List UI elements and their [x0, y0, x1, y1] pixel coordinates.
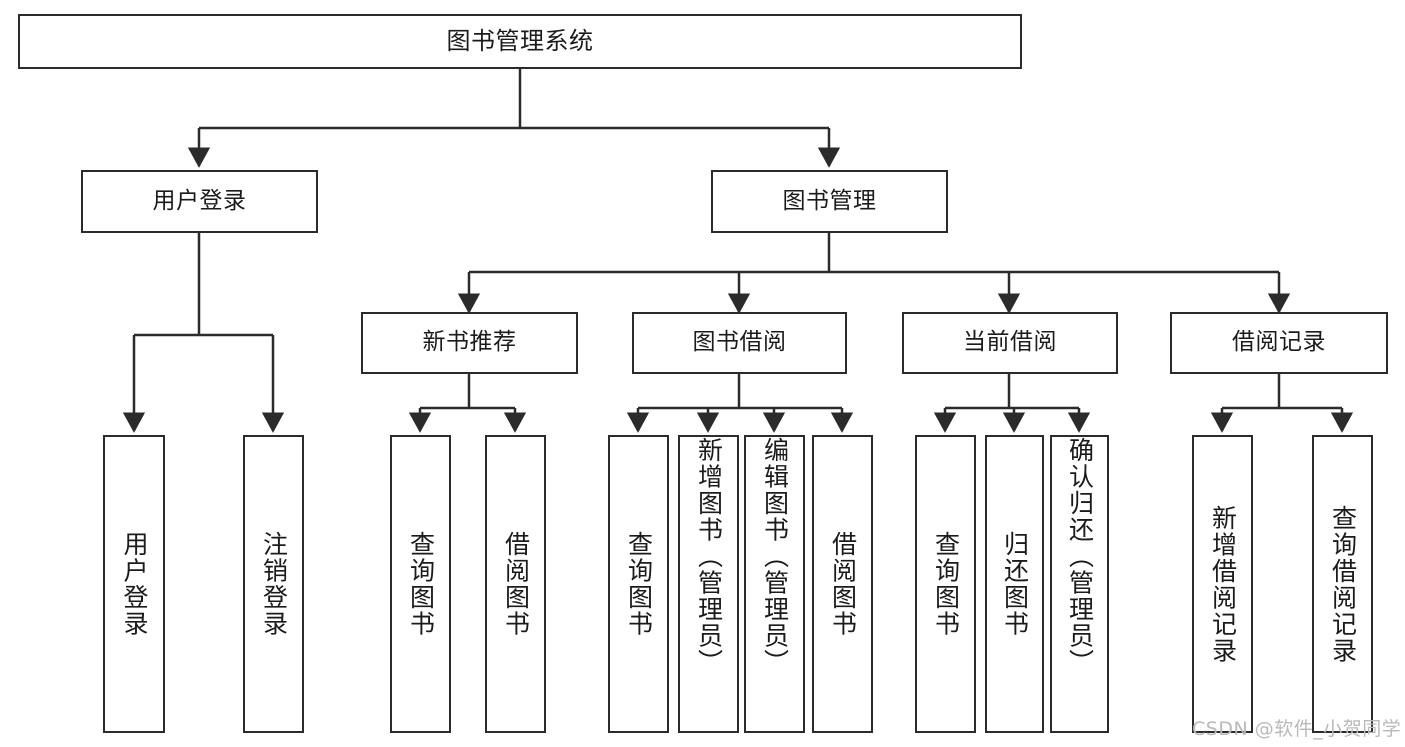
- node-label: 查询图书: [931, 531, 961, 637]
- node-leaf-borrow-book-recommend[interactable]: 借阅图书: [485, 435, 546, 733]
- node-leaf-query-book-borrow[interactable]: 查询图书: [608, 435, 669, 733]
- node-leaf-query-book-recommend[interactable]: 查询图书: [390, 435, 451, 733]
- node-label: 新增借阅记录: [1208, 504, 1238, 664]
- node-label: 图书管理系统: [446, 27, 594, 56]
- node-label: 借阅图书: [828, 531, 858, 637]
- node-borrow-record[interactable]: 借阅记录: [1170, 312, 1388, 374]
- node-leaf-logout[interactable]: 注销登录: [243, 435, 304, 733]
- node-label: 借阅图书: [501, 531, 531, 637]
- node-leaf-borrow-book[interactable]: 借阅图书: [812, 435, 873, 733]
- node-label: 查询借阅记录: [1328, 504, 1358, 664]
- node-label: 查询图书: [624, 531, 654, 637]
- node-label: 当前借阅: [963, 329, 1057, 356]
- node-leaf-user-login[interactable]: 用户登录: [103, 435, 165, 733]
- node-label: 注销登录: [259, 531, 289, 637]
- node-leaf-add-book-admin[interactable]: 新增图书（管理员）: [678, 435, 739, 733]
- node-leaf-query-borrow-record[interactable]: 查询借阅记录: [1312, 435, 1373, 733]
- node-label: 用户登录: [120, 531, 149, 637]
- node-label: 确认归还（管理员）: [1065, 437, 1095, 676]
- node-user-login[interactable]: 用户登录: [81, 170, 318, 233]
- node-leaf-query-book-current[interactable]: 查询图书: [915, 435, 976, 733]
- node-leaf-return-book[interactable]: 归还图书: [985, 435, 1044, 733]
- node-new-book-recommend[interactable]: 新书推荐: [361, 312, 578, 374]
- csdn-watermark: CSDN @软件_小贺同学: [1192, 718, 1402, 740]
- node-label: 图书管理: [782, 187, 877, 214]
- node-leaf-edit-book-admin[interactable]: 编辑图书（管理员）: [744, 435, 805, 733]
- node-root-book-management-system[interactable]: 图书管理系统: [18, 14, 1022, 69]
- node-label: 编辑图书（管理员）: [760, 437, 790, 676]
- node-leaf-confirm-return-admin[interactable]: 确认归还（管理员）: [1050, 435, 1109, 733]
- node-book-borrow[interactable]: 图书借阅: [632, 312, 847, 374]
- node-label: 新增图书（管理员）: [694, 437, 724, 676]
- node-label: 图书借阅: [692, 329, 787, 356]
- node-label: 用户登录: [152, 187, 247, 214]
- node-label: 借阅记录: [1232, 329, 1326, 356]
- node-leaf-add-borrow-record[interactable]: 新增借阅记录: [1192, 435, 1253, 733]
- node-current-borrow[interactable]: 当前借阅: [902, 312, 1118, 374]
- node-label: 查询图书: [406, 531, 436, 637]
- node-label: 归还图书: [1000, 531, 1030, 637]
- node-label: 新书推荐: [422, 329, 517, 356]
- node-book-management[interactable]: 图书管理: [711, 170, 948, 233]
